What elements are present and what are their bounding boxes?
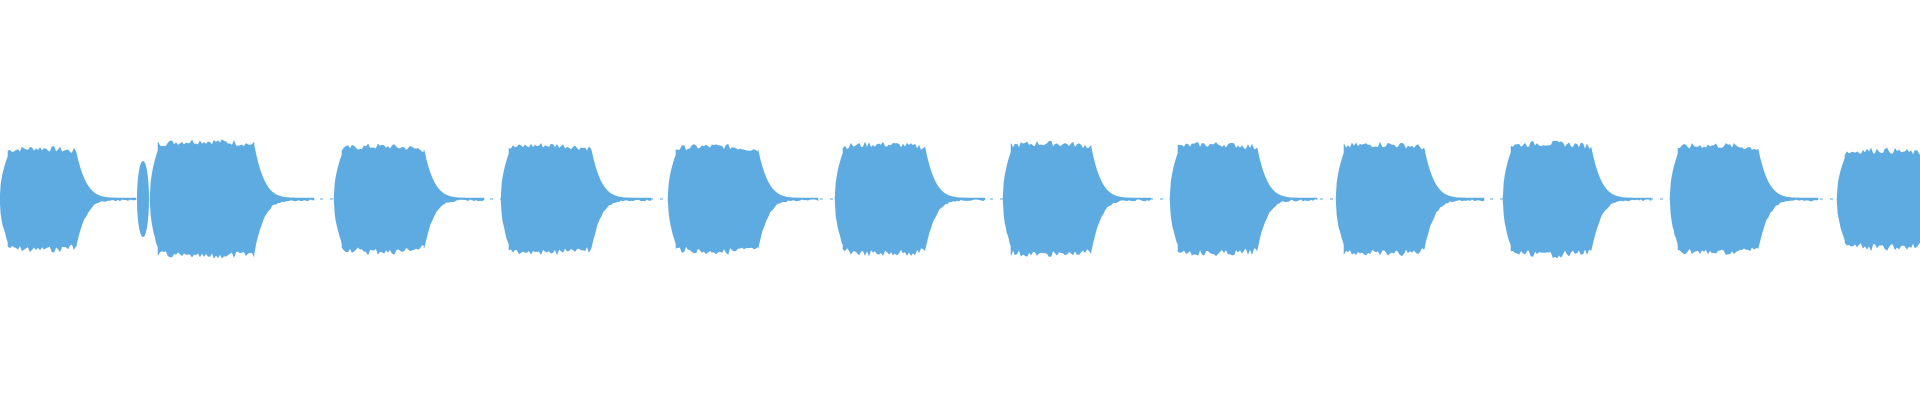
waveform-segment (0, 146, 137, 253)
waveform-burst (500, 143, 652, 256)
waveform-burst (834, 141, 986, 257)
waveform-burst (1169, 142, 1318, 257)
waveform-burst (0, 146, 137, 253)
waveform-burst (1002, 140, 1152, 257)
waveform-burst (1836, 147, 1920, 252)
waveform-burst (333, 143, 485, 256)
waveform-segment (1335, 141, 1485, 257)
waveform-segment (137, 139, 315, 259)
waveform-segment (667, 143, 819, 255)
waveform-preburst (137, 161, 149, 237)
waveform-segment (1002, 140, 1152, 257)
waveform-burst (667, 143, 819, 255)
waveform-segment (1502, 140, 1652, 259)
waveform-burst (1669, 143, 1819, 255)
waveform-segments (0, 139, 1920, 259)
waveform-segment (1836, 147, 1920, 252)
waveform-segment (1669, 143, 1819, 255)
waveform-burst (1335, 141, 1485, 257)
waveform-segment (500, 143, 652, 256)
waveform-segment (834, 141, 986, 257)
waveform-burst (149, 139, 315, 259)
waveform-burst (1502, 140, 1652, 259)
waveform-segment (333, 143, 485, 256)
waveform-segment (1169, 142, 1318, 257)
